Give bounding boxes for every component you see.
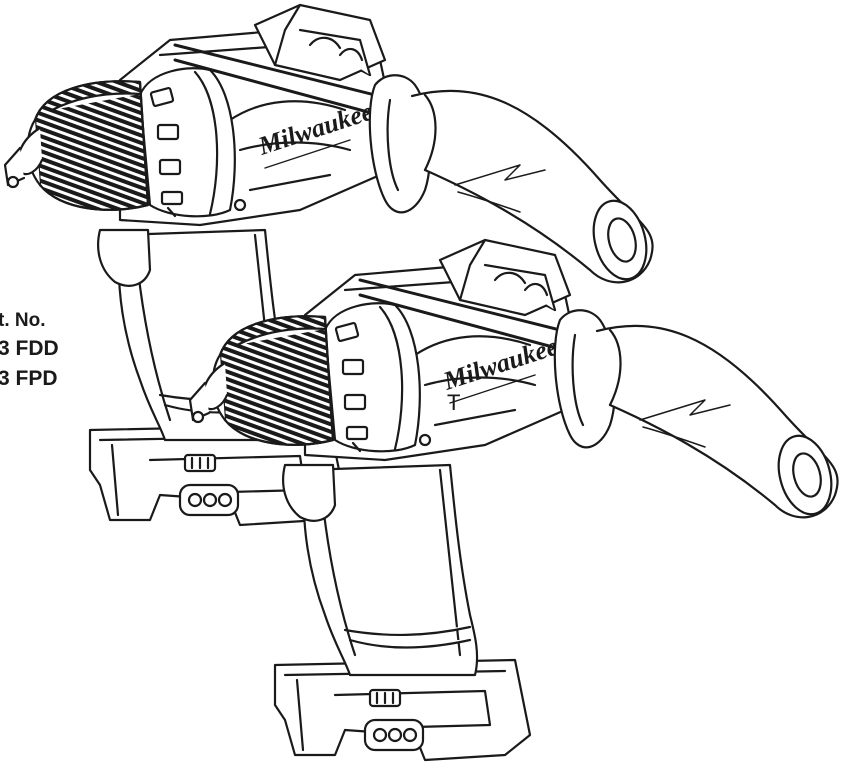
catalog-number-fdd: 3 FDD <box>0 337 59 360</box>
mode-mark: T <box>447 390 460 415</box>
catalog-number-label: t. No. <box>0 310 46 331</box>
catalog-number-fpd: 3 FPD <box>0 367 58 390</box>
drill-fpd: T <box>188 238 842 762</box>
catalog-number-block: t. No. 3 FDD 3 FPD <box>0 308 118 394</box>
